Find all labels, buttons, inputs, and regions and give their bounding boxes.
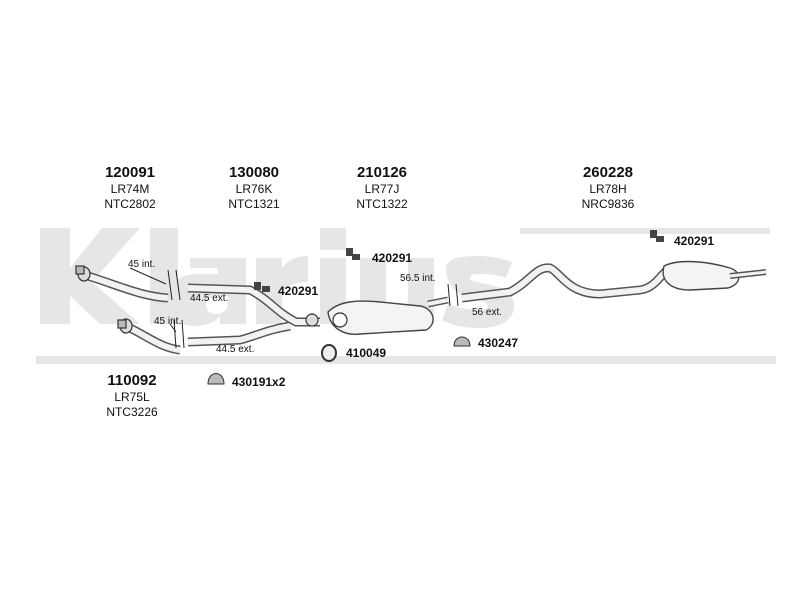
dimension-label: 44.5 ext. xyxy=(216,344,255,355)
dimension-label: 45 int. xyxy=(154,316,182,327)
fitting-clamp-label: 420291 xyxy=(278,284,319,298)
part-reference: NTC1322 xyxy=(356,197,408,211)
part-code: LR77J xyxy=(364,182,400,196)
part-code: LR78H xyxy=(589,182,627,196)
intermediate-pipe-130080 xyxy=(187,283,320,347)
part-number: 260228 xyxy=(582,164,634,181)
part-number: 110092 xyxy=(107,372,157,389)
dimension-label: 44.5 ext. xyxy=(190,293,229,304)
part-reference: NTC2802 xyxy=(104,197,156,211)
part-label-130080: 130080 LR76K NTC1321 xyxy=(194,164,314,212)
part-code: LR75L xyxy=(114,390,150,404)
part-number: 130080 xyxy=(228,164,280,181)
part-reference: NRC9836 xyxy=(581,197,635,211)
part-reference: NTC1321 xyxy=(228,197,280,211)
fitting-ring-label: 410049 xyxy=(346,346,387,360)
part-label-120091: 120091 LR74M NTC2802 xyxy=(70,164,190,212)
part-reference: NTC3226 xyxy=(106,405,158,419)
fitting-hanger-pair-label: 430191x2 xyxy=(232,375,286,389)
fitting-hanger-label: 430247 xyxy=(478,336,519,350)
hanger-icon xyxy=(207,336,471,385)
part-code: LR76K xyxy=(235,182,273,196)
part-number: 210126 xyxy=(356,164,408,181)
front-pipe-120091 xyxy=(75,265,169,303)
dimension-label: 45 int. xyxy=(128,259,156,270)
part-label-210126: 210126 LR77J NTC1322 xyxy=(322,164,442,212)
centre-silencer-210126 xyxy=(327,296,449,335)
fitting-clamp-label: 420291 xyxy=(372,251,413,265)
dimension-label: 56 ext. xyxy=(472,307,503,318)
ring-icon xyxy=(321,344,337,362)
part-code: LR74M xyxy=(110,182,150,196)
rear-silencer-260228 xyxy=(461,260,767,303)
part-label-260228: 260228 LR78H NRC9836 xyxy=(548,164,668,212)
dimension-label: 56.5 int. xyxy=(400,273,436,284)
part-number: 120091 xyxy=(104,164,156,181)
part-label-110092: 110092 LR75L NTC3226 xyxy=(72,372,192,420)
front-pipe-110092 xyxy=(117,318,181,355)
fitting-clamp-label: 420291 xyxy=(674,234,715,248)
clamp-icon xyxy=(254,230,664,292)
